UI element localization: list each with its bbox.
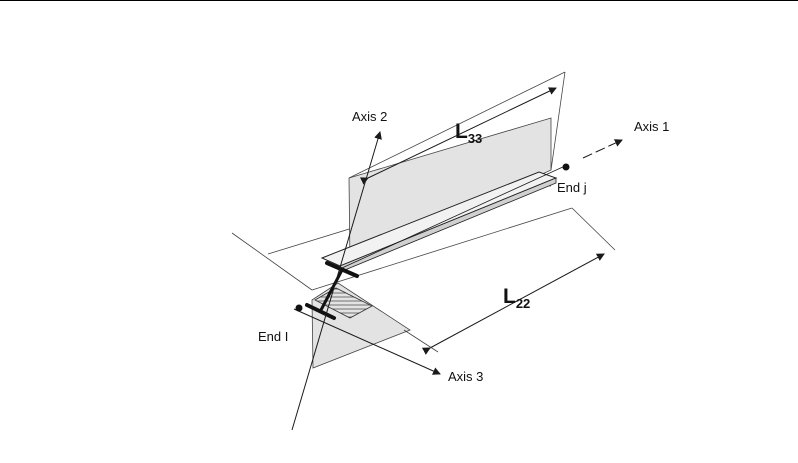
end-i-label: End I [258, 329, 288, 344]
l22-label-sub: 22 [516, 296, 530, 311]
axis-1-arrow [583, 140, 622, 158]
axis-2-label: Axis 2 [352, 109, 387, 124]
vertical-plane-edge-right [551, 72, 565, 170]
l22-extension [404, 330, 438, 352]
l33-label: L33 [455, 120, 482, 146]
axis-3-label: Axis 3 [448, 369, 483, 384]
l22-label: L22 [503, 285, 530, 311]
l33-label-main: L [455, 120, 468, 143]
end-j-label: End j [557, 180, 587, 195]
axis-1-label: Axis 1 [634, 119, 669, 134]
l33-label-sub: 33 [468, 131, 482, 146]
end-i-node [296, 305, 303, 312]
axis-2-line [292, 132, 380, 430]
end-j-node [563, 164, 570, 171]
l22-label-main: L [503, 285, 516, 308]
